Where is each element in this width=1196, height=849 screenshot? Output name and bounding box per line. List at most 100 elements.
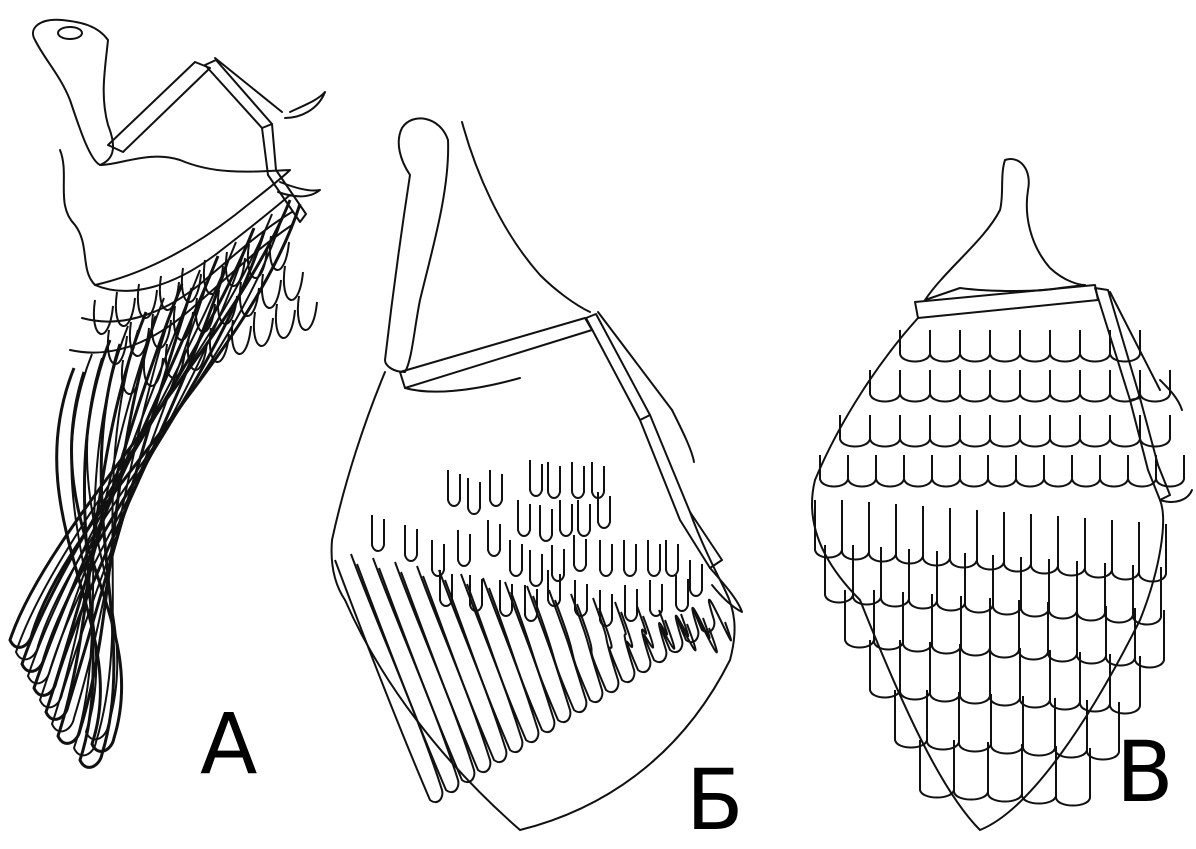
- wing-c-feather: [869, 504, 896, 562]
- wing-c-feather: [1050, 370, 1080, 402]
- wing-c-feather: [1085, 520, 1112, 578]
- wing-c-feather: [977, 512, 1004, 570]
- wing-b-covert-feather: [540, 505, 552, 541]
- wing-c-feather: [870, 415, 900, 447]
- wing-a-humerus: [108, 62, 210, 152]
- wing-a-forearm: [205, 60, 272, 128]
- wing-c-feather: [1112, 522, 1139, 580]
- wing-c-feather: [960, 415, 990, 447]
- wing-a-covert-feather: [254, 312, 273, 346]
- wing-c-feather: [950, 510, 977, 568]
- panel-label-b: Б: [686, 758, 744, 842]
- wing-b-covert-feather: [648, 540, 660, 576]
- wing-b-covert-feather: [625, 585, 637, 621]
- wing-b-outline: [345, 590, 735, 830]
- wing-b-flight-feathers: [335, 460, 735, 830]
- wing-b-primary-feather: [511, 586, 570, 722]
- wing-c-feather: [815, 500, 842, 558]
- wing-c-feather: [1077, 606, 1106, 664]
- wing-b-covert-feather: [548, 462, 560, 498]
- wing-a-drawing: [33, 20, 325, 353]
- wing-c-feather: [1050, 330, 1080, 362]
- wing-c-feather: [930, 415, 960, 447]
- wing-c-feather: [1050, 415, 1080, 447]
- wing-a-covert-feather: [284, 266, 303, 300]
- wing-b-covert-feather: [530, 460, 542, 496]
- wing-c-feather: [960, 330, 990, 362]
- wing-c-feather: [990, 330, 1020, 362]
- wing-c-feather: [900, 370, 930, 402]
- wing-c-feather: [960, 370, 990, 402]
- wing-c-feather: [842, 502, 869, 560]
- wing-b-covert-feather: [548, 570, 560, 606]
- wing-a-covert-feather: [94, 300, 113, 334]
- wing-b-covert-feather: [372, 515, 384, 551]
- wing-c-feather: [988, 455, 1016, 487]
- wing-c-feather: [876, 455, 904, 487]
- wing-c-feather: [900, 415, 930, 447]
- wing-b-humerus: [400, 318, 592, 388]
- wing-c-feather: [965, 555, 993, 613]
- wing-b-covert-feather: [510, 540, 522, 576]
- wing-b-primary-feather: [489, 582, 554, 732]
- wing-b-covert-feather: [560, 500, 572, 536]
- wing-b-covert-feather: [600, 540, 612, 576]
- wing-b-hand: [640, 415, 722, 568]
- wing-b-covert-feather: [405, 525, 417, 561]
- wing-c-feather: [1031, 516, 1058, 574]
- wing-b-drawing: [332, 118, 742, 612]
- wing-c-feather: [1019, 602, 1048, 660]
- wing-c-feather: [1072, 455, 1100, 487]
- wing-b-covert-feather: [574, 535, 586, 571]
- wing-c-feather: [1021, 559, 1049, 617]
- wing-c-feather: [960, 455, 988, 487]
- wing-a-primary-feather: [16, 214, 282, 659]
- wing-c-feather: [1058, 518, 1085, 576]
- wing-c-feather: [1100, 455, 1128, 487]
- wing-c-humerus: [915, 285, 1098, 318]
- wing-a-primary-feather: [10, 200, 300, 647]
- wing-b-covert-feather: [458, 530, 470, 566]
- wing-b-scapula: [385, 118, 448, 372]
- wing-a-foramen: [58, 27, 82, 39]
- wing-b-covert-feather: [432, 540, 444, 576]
- wing-b-primary-feather: [599, 602, 634, 682]
- wing-c-scapula: [925, 159, 1085, 300]
- wing-c-feather: [1020, 330, 1050, 362]
- wing-c-feather: [930, 370, 960, 402]
- wing-b-covert-feather: [666, 540, 678, 576]
- wing-b-covert-feather: [468, 478, 480, 514]
- wing-b-covert-feather: [578, 500, 590, 536]
- wing-c-feather: [904, 455, 932, 487]
- wing-c-feather: [1140, 415, 1170, 447]
- wing-c-feather: [1049, 561, 1077, 619]
- wing-c-feather: [1020, 370, 1050, 402]
- wing-c-feather: [1044, 455, 1072, 487]
- wing-b-covert-feather: [690, 560, 702, 596]
- wing-c-feather: [1004, 514, 1031, 572]
- wing-b-covert-feather: [490, 470, 502, 506]
- wing-c-feather: [1080, 330, 1110, 362]
- wing-b-covert-feather: [518, 500, 530, 536]
- wing-a-covert-feather: [276, 304, 295, 338]
- wing-b-body-outline: [462, 122, 590, 312]
- wing-b-covert-feather: [676, 575, 688, 611]
- wing-c-feather: [1020, 415, 1050, 447]
- wing-a-covert-feather: [262, 274, 281, 308]
- wing-c-feather: [993, 557, 1021, 615]
- wing-c-feather: [990, 415, 1020, 447]
- wing-b-primary-feather: [467, 578, 538, 742]
- wing-b-covert-feather: [624, 540, 636, 576]
- wing-c-feather: [1016, 455, 1044, 487]
- wing-c-feather: [1077, 563, 1105, 621]
- panel-label-c: В: [1116, 730, 1174, 814]
- wing-a-covert-feather: [232, 320, 251, 354]
- wing-a-scapula: [33, 20, 113, 165]
- wing-c-feather: [930, 330, 960, 362]
- wing-b-covert-feather: [572, 462, 584, 498]
- wing-c-feather: [1080, 415, 1110, 447]
- wing-c-feather: [1048, 604, 1077, 662]
- wing-b-covert-feather: [530, 550, 542, 586]
